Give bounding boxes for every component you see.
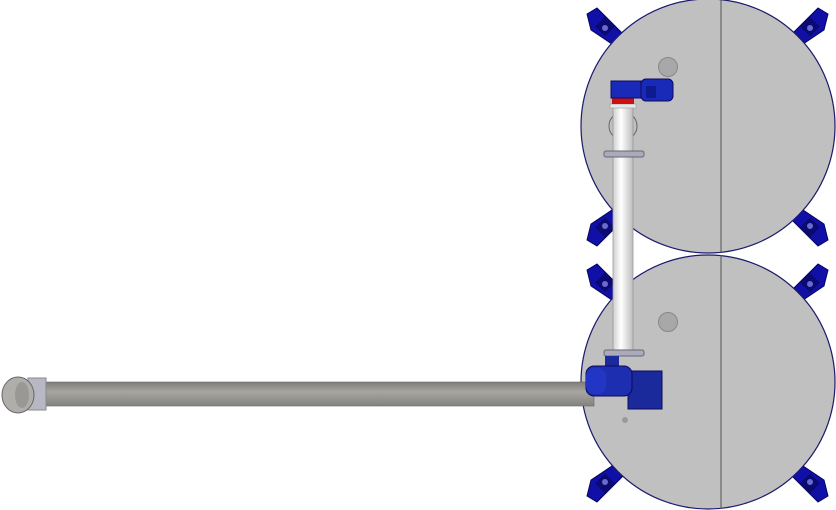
roof-hatch: [658, 312, 678, 332]
horizontal-auger: [1, 356, 663, 414]
motor-bottom: [585, 356, 663, 410]
flange: [612, 97, 634, 104]
silo-top: [580, 0, 836, 254]
roof-hatch: [658, 57, 678, 77]
silo-roof: [580, 0, 836, 254]
clamp: [603, 150, 645, 158]
clamp: [603, 349, 645, 357]
vertical-conveyor: [603, 78, 674, 357]
motor-top: [610, 78, 674, 102]
